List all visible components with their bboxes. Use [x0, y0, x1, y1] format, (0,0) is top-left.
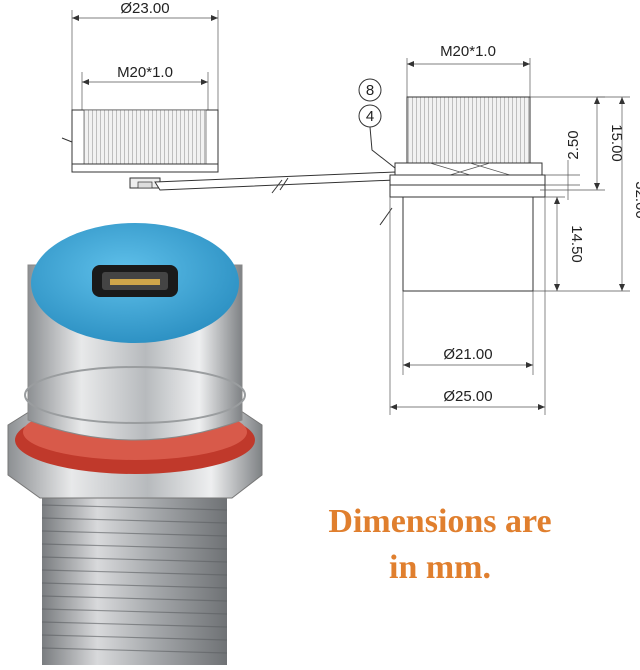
callout-4-label: 4	[366, 108, 374, 125]
dust-cap-strap	[129, 171, 396, 194]
right-connector-view: M20*1.0 8 4 15.00 2.50	[358, 43, 640, 415]
left-nut-view: Ø23.00 M20*1.0	[61, 0, 219, 173]
callout-8-label: 8	[366, 82, 374, 99]
callout-circle-8	[358, 78, 382, 102]
units-note-line-2: in mm.	[389, 549, 491, 586]
left-thread-label: M20*1.0	[117, 64, 173, 81]
body-diameter-label: Ø21.00	[443, 346, 492, 363]
total-length-label: 32.00	[632, 181, 640, 219]
nut-thickness-label: 2.50	[565, 130, 582, 159]
thread-length-label: 15.00	[608, 124, 625, 162]
left-outer-diameter-label: Ø23.00	[120, 0, 169, 17]
flange-diameter-label: Ø25.00	[443, 388, 492, 405]
units-note-line-1: Dimensions are	[328, 503, 552, 540]
right-thread-label: M20*1.0	[440, 43, 496, 60]
body-length-label: 14.50	[568, 225, 585, 263]
connector-product-render	[7, 223, 263, 665]
